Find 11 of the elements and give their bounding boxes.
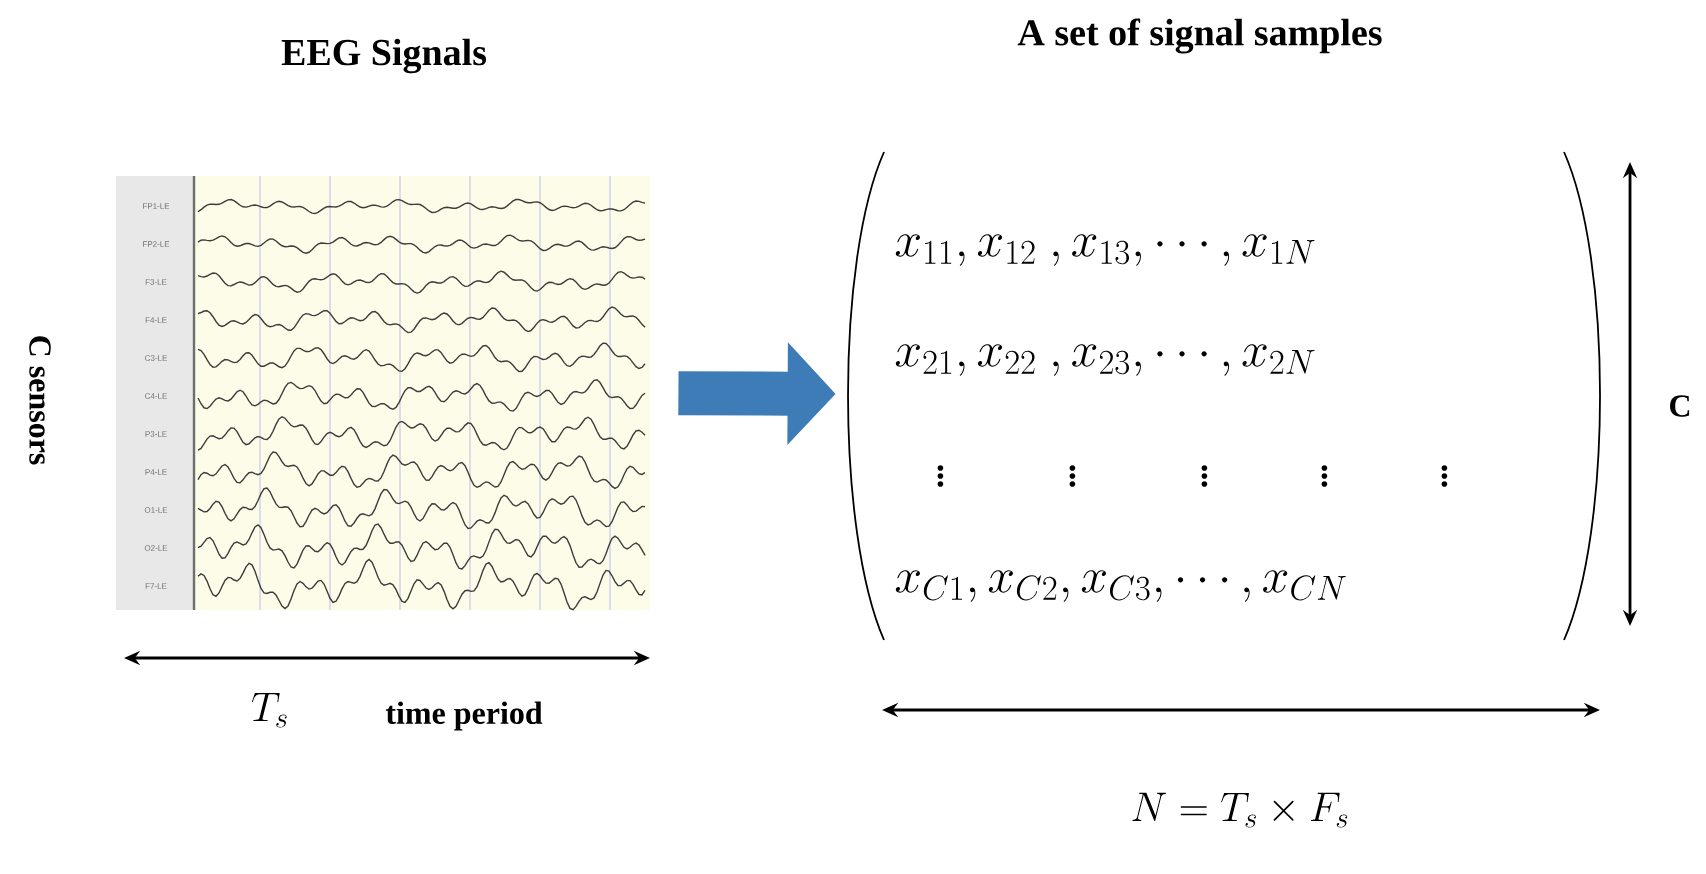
formula-label: $T_s$ [251, 692, 287, 728]
matrix-row: $x_{C1}, x_{C2}, x_{C3}, \cdots, x_{CN}$ [895, 570, 1346, 602]
axis-label: C [1670, 395, 1690, 417]
axis-label: time period [385, 701, 543, 731]
matrix-row: $x_{21}, x_{22}\ , x_{23}, \cdots, x_{2N}$ [895, 344, 1315, 376]
heading: A set of signal samples [1017, 18, 1382, 54]
matrix-row: $x_{11}, x_{12}\ , x_{13}, \cdots, x_{1N}$ [895, 234, 1315, 266]
heading: EEG Signals [281, 38, 487, 74]
formula-label: $N = T_s \times F_s$ [1132, 792, 1348, 828]
axis-label: C sensors [29, 336, 51, 465]
matrix-row: $\vdots\qquad\ \ \vdots\qquad\ \ \vdots\qquad\ \vdots\qquad\ \vdots$ [937, 465, 1448, 487]
